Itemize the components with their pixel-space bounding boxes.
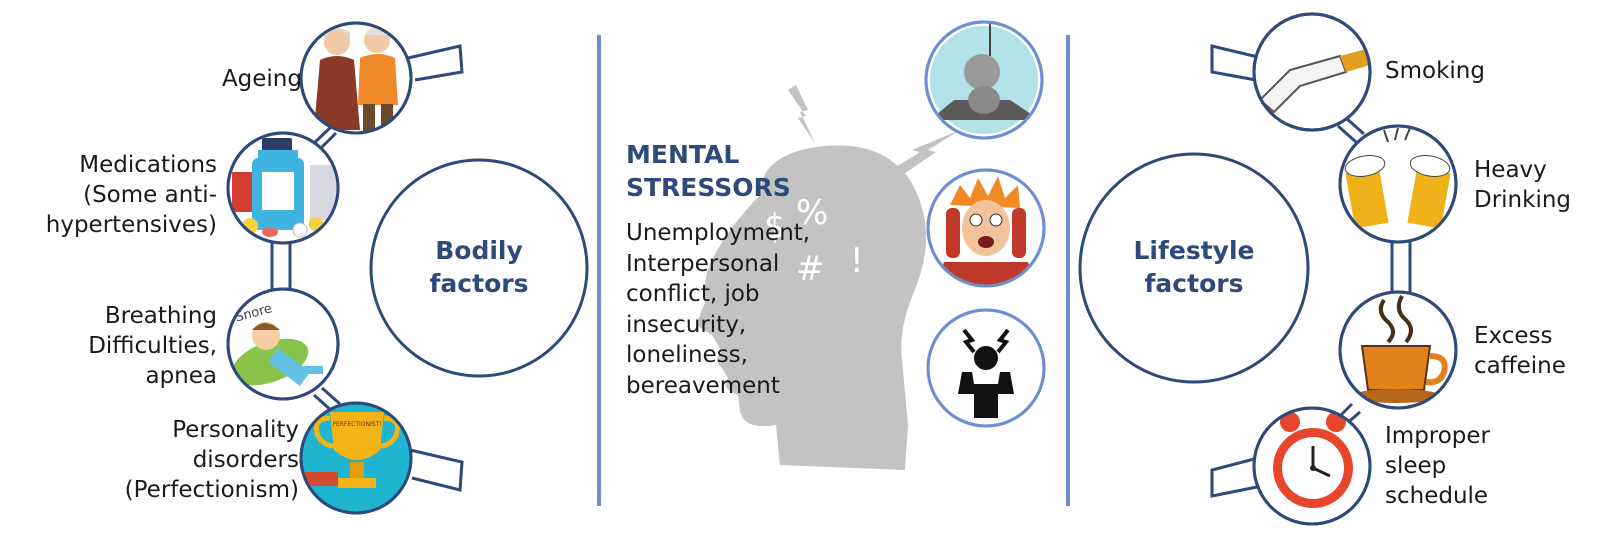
trophy-text: PERFECTIONIST! — [332, 421, 381, 428]
head-symbols: $ % # ! — [764, 193, 864, 289]
label-ageing: Ageing — [221, 66, 302, 92]
lifestyle-hub-circle — [1078, 152, 1310, 384]
trophy-icon: PERFECTIONIST! — [299, 401, 413, 515]
percent-symbol: % — [796, 193, 828, 233]
mental-title: MENTAL STRESSORS — [626, 140, 791, 202]
cigarette-icon — [1252, 12, 1372, 132]
dollar-symbol: $ — [764, 207, 786, 247]
label-breathing: Breathing Difficulties, apnea — [88, 303, 217, 389]
bodily-ring — [270, 44, 464, 492]
lifestyle-ring — [1210, 44, 1412, 498]
mental-body: Unemployment, Interpersonal conflict, jo… — [626, 220, 811, 399]
medicine-bottle-icon — [226, 131, 340, 245]
alarm-clock-icon — [1252, 406, 1372, 526]
stress-person-icon — [926, 308, 1046, 428]
bodily-hub-label: Bodily factors — [429, 236, 529, 298]
beer-mugs-icon — [1338, 124, 1458, 244]
head-silhouette-icon — [696, 85, 960, 470]
label-drinking: Heavy Drinking — [1474, 157, 1572, 213]
label-caffeine: Excess caffeine — [1474, 323, 1566, 379]
hash-symbol: # — [796, 249, 825, 289]
bodily-hub-circle — [369, 158, 589, 378]
label-smoking: Smoking — [1385, 58, 1485, 84]
label-medications: Medications (Some anti- hypertensives) — [45, 152, 217, 238]
label-sleep: Improper sleep schedule — [1385, 423, 1491, 509]
label-personality: Personality disorders (Perfectionism) — [124, 417, 299, 503]
sad-figure-icon — [924, 20, 1044, 140]
elderly-couple-icon — [299, 21, 413, 135]
snoring-child-icon: Snore — [226, 287, 340, 401]
coffee-cup-icon — [1338, 290, 1458, 410]
stressed-man-icon — [926, 168, 1046, 288]
lifestyle-hub-label: Lifestyle factors — [1133, 236, 1255, 298]
exclamation-symbol: ! — [850, 241, 864, 281]
